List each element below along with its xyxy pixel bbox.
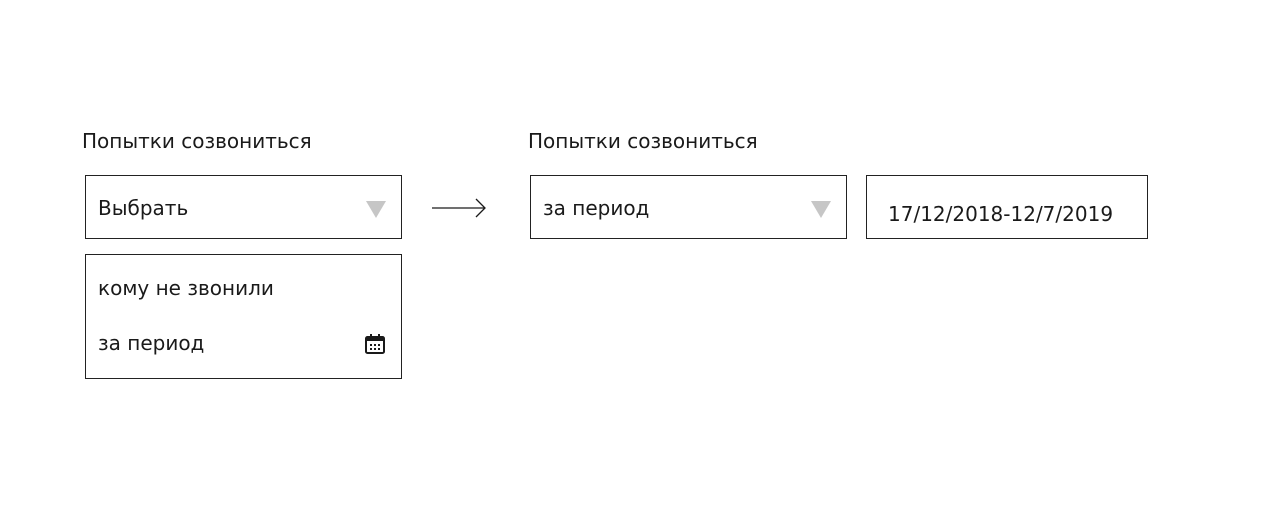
calendar-icon[interactable] [364, 333, 386, 355]
dropdown-triangle-icon [366, 201, 386, 218]
right-select-value: за период [543, 196, 650, 220]
dropdown-triangle-icon [811, 201, 831, 218]
date-range-value: 17/12/2018-12/7/2019 [888, 202, 1114, 226]
right-select-dropdown[interactable]: за период [530, 175, 847, 239]
right-arrow-icon [432, 198, 486, 218]
left-field-label: Попытки созвониться [82, 129, 312, 153]
left-dropdown-options: кому не звонили за период [85, 254, 402, 379]
right-field-label: Попытки созвониться [528, 129, 758, 153]
date-range-field[interactable]: 17/12/2018-12/7/2019 [866, 175, 1148, 239]
option-not-called[interactable]: кому не звонили [98, 276, 274, 300]
left-select-dropdown[interactable]: Выбрать [85, 175, 402, 239]
left-select-value: Выбрать [98, 196, 189, 220]
option-for-period[interactable]: за период [98, 331, 205, 355]
